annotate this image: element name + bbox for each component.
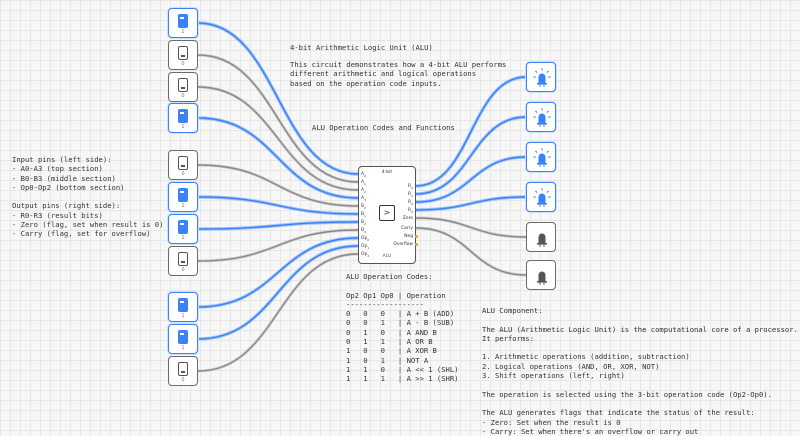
alu-chip-icon: > <box>379 205 395 221</box>
input-switch-a1[interactable]: 0 <box>168 40 198 70</box>
switch-toggle-icon <box>178 188 188 202</box>
input-switch-b0[interactable]: 0 <box>168 150 198 180</box>
switch-state-label: 0 <box>181 93 185 99</box>
alu-input-label-op0: Op0 <box>361 236 370 242</box>
wire-b1 <box>197 196 359 215</box>
output-led-r1 <box>526 102 556 132</box>
switch-state-label: 0 <box>181 61 185 67</box>
switch-state-label: 0 <box>181 171 185 177</box>
alu-input-label-b2: B2 <box>361 220 366 226</box>
alu-input-label-a1: A1 <box>361 180 366 186</box>
wire-r0 <box>415 76 527 187</box>
input-switch-a0[interactable]: 1 <box>168 8 198 38</box>
input-switch-b1[interactable]: 1 <box>168 182 198 212</box>
bulb-icon <box>533 148 551 167</box>
switch-state-label: 0 <box>181 377 185 383</box>
switch-toggle-icon <box>178 220 188 234</box>
wire-op1 <box>197 245 359 340</box>
input-switch-a2[interactable]: 0 <box>168 72 198 102</box>
switch-toggle-icon <box>178 46 188 60</box>
output-led-carry <box>526 260 556 290</box>
wire-r1 <box>415 116 527 195</box>
wire-r2 <box>415 156 527 203</box>
alu-output-label-overflow: Overflow <box>393 242 413 247</box>
output-led-r0 <box>526 62 556 92</box>
input-switch-b3[interactable]: 0 <box>168 246 198 276</box>
wire-b3 <box>197 229 359 262</box>
switch-toggle-icon <box>178 78 188 92</box>
switch-toggle-icon <box>178 109 188 123</box>
input-switch-op2[interactable]: 0 <box>168 356 198 386</box>
bulb-icon <box>533 108 551 127</box>
alu-input-label-op2: Op2 <box>361 252 370 258</box>
alu-output-label-r0: R0 <box>408 184 413 190</box>
alu-flag-pin-neg <box>415 234 418 238</box>
alu-input-label-b3: B3 <box>361 228 366 234</box>
wire-a1 <box>197 54 359 183</box>
opcode-table: ALU Operation Codes: Op2 Op1 Op0 | Opera… <box>346 272 459 384</box>
circuit-description: This circuit demonstrates how a 4-bit AL… <box>290 60 507 88</box>
input-switch-b2[interactable]: 1 <box>168 214 198 244</box>
bulb-icon <box>533 68 551 87</box>
switch-toggle-icon <box>178 252 188 266</box>
wire-r3 <box>415 196 527 211</box>
bulb-icon <box>533 188 551 207</box>
switch-state-label: 1 <box>181 29 185 35</box>
wire-b2 <box>197 221 359 230</box>
alu-name-label: ALU <box>382 254 392 259</box>
input-switch-a3[interactable]: 1 <box>168 103 198 133</box>
alu-output-label-r1: R1 <box>408 192 413 198</box>
bulb-icon <box>537 233 547 247</box>
output-led-zero <box>526 222 556 252</box>
wire-op0 <box>197 237 359 308</box>
input-switch-op0[interactable]: 1 <box>168 292 198 322</box>
alu-description: ALU Component: The ALU (Arithmetic Logic… <box>482 306 798 436</box>
alu-width-label: 4-bit <box>381 170 393 175</box>
alu-output-label-r3: R3 <box>408 208 413 214</box>
opcodes-heading: ALU Operation Codes and Functions <box>312 123 455 132</box>
alu-input-label-a0: A0 <box>361 172 366 178</box>
wire-a2 <box>197 86 359 191</box>
alu-flag-pin-overflow <box>415 242 418 246</box>
bulb-icon <box>537 271 547 285</box>
alu-input-label-a3: A3 <box>361 196 366 202</box>
switch-toggle-icon <box>178 156 188 170</box>
wire-a3 <box>197 117 359 199</box>
switch-toggle-icon <box>178 330 188 344</box>
alu-chip-symbol: > <box>383 208 391 217</box>
alu-output-label-zero: Zero <box>402 216 413 221</box>
switch-state-label: 1 <box>181 345 185 351</box>
switch-toggle-icon <box>178 298 188 312</box>
alu-input-label-a2: A2 <box>361 188 366 194</box>
wire-a0 <box>197 22 359 175</box>
switch-state-label: 0 <box>181 267 185 273</box>
wire-zero <box>415 217 527 238</box>
switch-state-label: 1 <box>181 203 185 209</box>
switch-state-label: 1 <box>181 235 185 241</box>
circuit-title: 4-bit Arithmetic Logic Unit (ALU) <box>290 43 433 52</box>
wire-b0 <box>197 164 359 207</box>
switch-toggle-icon <box>178 14 188 28</box>
alu-input-label-b0: B0 <box>361 204 366 210</box>
alu-output-label-carry: Carry <box>401 226 413 231</box>
alu-input-label-op1: Op1 <box>361 244 370 250</box>
alu-output-label-r2: R2 <box>408 200 413 206</box>
switch-state-label: 1 <box>181 124 185 130</box>
output-led-r3 <box>526 182 556 212</box>
wire-op2 <box>197 253 359 372</box>
input-switch-op1[interactable]: 1 <box>168 324 198 354</box>
switch-toggle-icon <box>178 362 188 376</box>
pins-note: Input pins (left side): - A0-A3 (top sec… <box>12 155 164 239</box>
output-led-r2 <box>526 142 556 172</box>
alu-input-label-b1: B1 <box>361 212 366 218</box>
wire-carry <box>415 227 527 276</box>
alu-output-label-neg: Neg <box>404 234 413 239</box>
switch-state-label: 1 <box>181 313 185 319</box>
